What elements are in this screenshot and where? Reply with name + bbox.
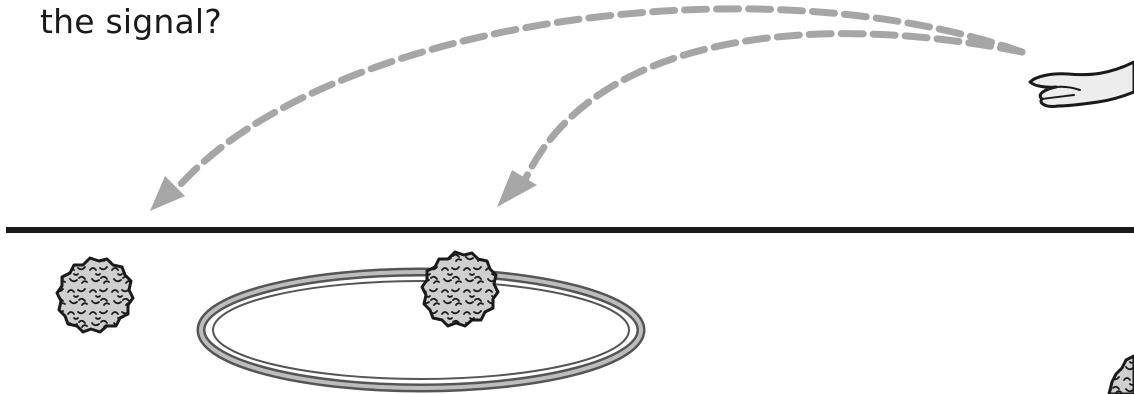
hand-icon: [1030, 62, 1134, 106]
dashed-arrow-icon: [497, 170, 537, 207]
question-text-overlay: the signal?: [40, 0, 222, 44]
dashed-arrow-long: [150, 9, 1022, 211]
scribble-ball-icon: [1109, 356, 1134, 394]
scribble-ball-icon: [422, 252, 498, 326]
dashed-arrow-short: [497, 34, 1022, 207]
ring-icon: [201, 272, 641, 388]
scribble-ball-icon: [57, 258, 133, 332]
